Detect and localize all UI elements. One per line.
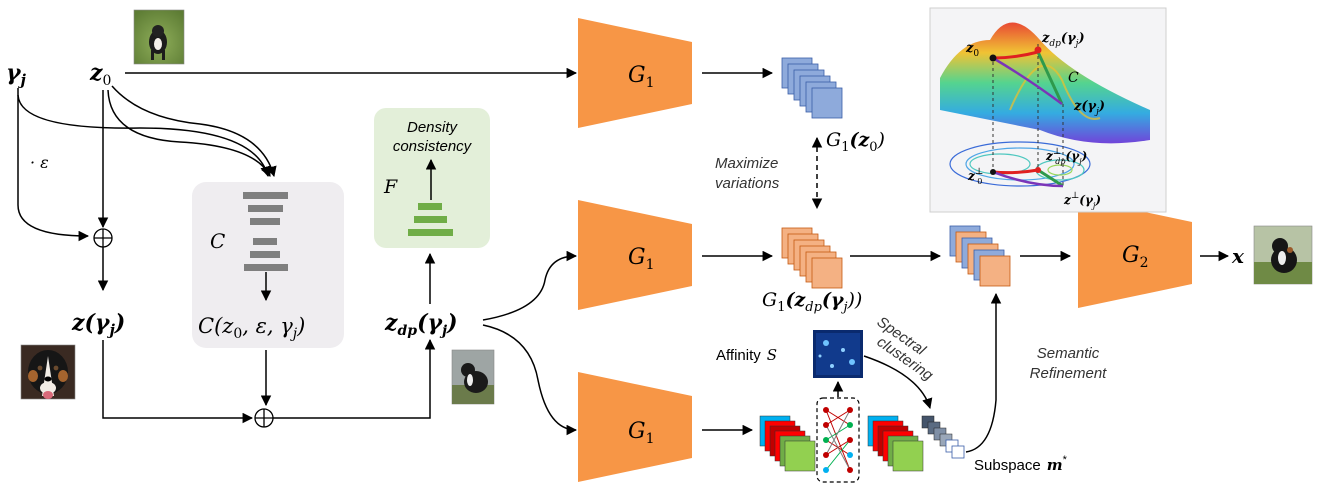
svg-text:z0: z0 [89, 60, 111, 89]
z0-to-c-arrow-2 [111, 85, 277, 178]
semantic-text-1: Semantic [1037, 345, 1100, 362]
generator-g1-middle: G1 [578, 200, 692, 310]
f-network-box: Density consistency F [374, 108, 490, 248]
add-operator-bottom [254, 408, 274, 428]
maximize-text-2: variations [715, 175, 780, 192]
svg-text:γj: γj [6, 60, 27, 89]
manifold-z0-perp: z⊥0 [967, 167, 983, 186]
latent-manifold-plot: z0 zdp(γj) C z(γj) z⊥0 z⊥dp(γj) z⊥(γj) [929, 7, 1167, 213]
gamma-j-label: γj [6, 60, 27, 89]
zdp-to-g1-mid-arrow [482, 250, 578, 321]
c-network-label: C [210, 229, 225, 253]
affinity-to-subspace-arrow [863, 355, 933, 410]
feature-stack-mixed [949, 225, 1011, 287]
svg-text:G2: G2 [1122, 243, 1149, 271]
subspace-blocks [921, 415, 965, 459]
feature-stack-g1-z0 [781, 57, 843, 119]
generator-g2: G2 [1078, 198, 1192, 308]
maximize-text-1: Maximize [715, 155, 778, 172]
semantic-text-2: Refinement [1030, 365, 1108, 382]
svg-text:G1: G1 [628, 63, 655, 91]
manifold-zdp: zdp(γj) [1041, 31, 1085, 49]
manifold-zgamma-perp: z⊥(γj) [1063, 191, 1101, 210]
svg-text:G1: G1 [628, 419, 655, 447]
svg-text:G1: G1 [628, 245, 655, 273]
gamma-to-c-arrow [17, 94, 271, 178]
dog-face-photo-icon [20, 344, 76, 400]
output-x-label: x [1231, 244, 1245, 268]
z0-label: z0 [89, 60, 111, 89]
c-network-box: C C(z0, ε, γj) [192, 182, 344, 348]
z0-to-c-arrow-1 [107, 89, 271, 177]
g1-zdp-label: G1(zdp(γj)) [762, 289, 862, 315]
bipartite-graph-box [816, 397, 860, 483]
scale-epsilon-label: · ε [30, 153, 49, 172]
generator-g1-bottom: G1 [578, 372, 692, 482]
feature-maps-colored-left [759, 415, 816, 472]
gamma-to-add-arrow [17, 88, 90, 242]
dog-sitting-photo-icon [451, 349, 495, 405]
manifold-c: C [1068, 70, 1079, 86]
feature-maps-colored-right [867, 415, 924, 472]
c-output-label: C(z0, ε, γj) [198, 314, 305, 342]
svg-text:zdp(γj): zdp(γj) [384, 310, 458, 339]
generator-g1-top: G1 [578, 18, 692, 128]
density-text-2: consistency [393, 138, 473, 155]
dog-photo-icon [133, 9, 185, 65]
z-gamma-label: z(γj) [71, 310, 125, 339]
g1-z0-label: G1(z0) [826, 129, 885, 155]
dog-output-photo-icon [1253, 225, 1313, 285]
feature-stack-g1-zdp [781, 227, 843, 289]
manifold-z0: z0 [965, 41, 979, 59]
f-network-label: F [383, 176, 398, 198]
zgamma-to-add-arrow [102, 340, 254, 424]
zdp-to-g1-bottom-arrow [482, 324, 578, 436]
z-dp-label: zdp(γj) [384, 310, 458, 339]
manifold-zdp-perp: z⊥dp(γj) [1045, 147, 1087, 166]
density-text-1: Density [407, 119, 459, 136]
add-operator-left [93, 228, 113, 248]
affinity-matrix [813, 330, 863, 378]
svg-text:z(γj): z(γj) [71, 310, 125, 339]
manifold-zgamma: z(γj) [1073, 99, 1105, 117]
add-to-zdp-arrow [273, 338, 436, 419]
subspace-to-mixed-arrow [965, 292, 1002, 453]
